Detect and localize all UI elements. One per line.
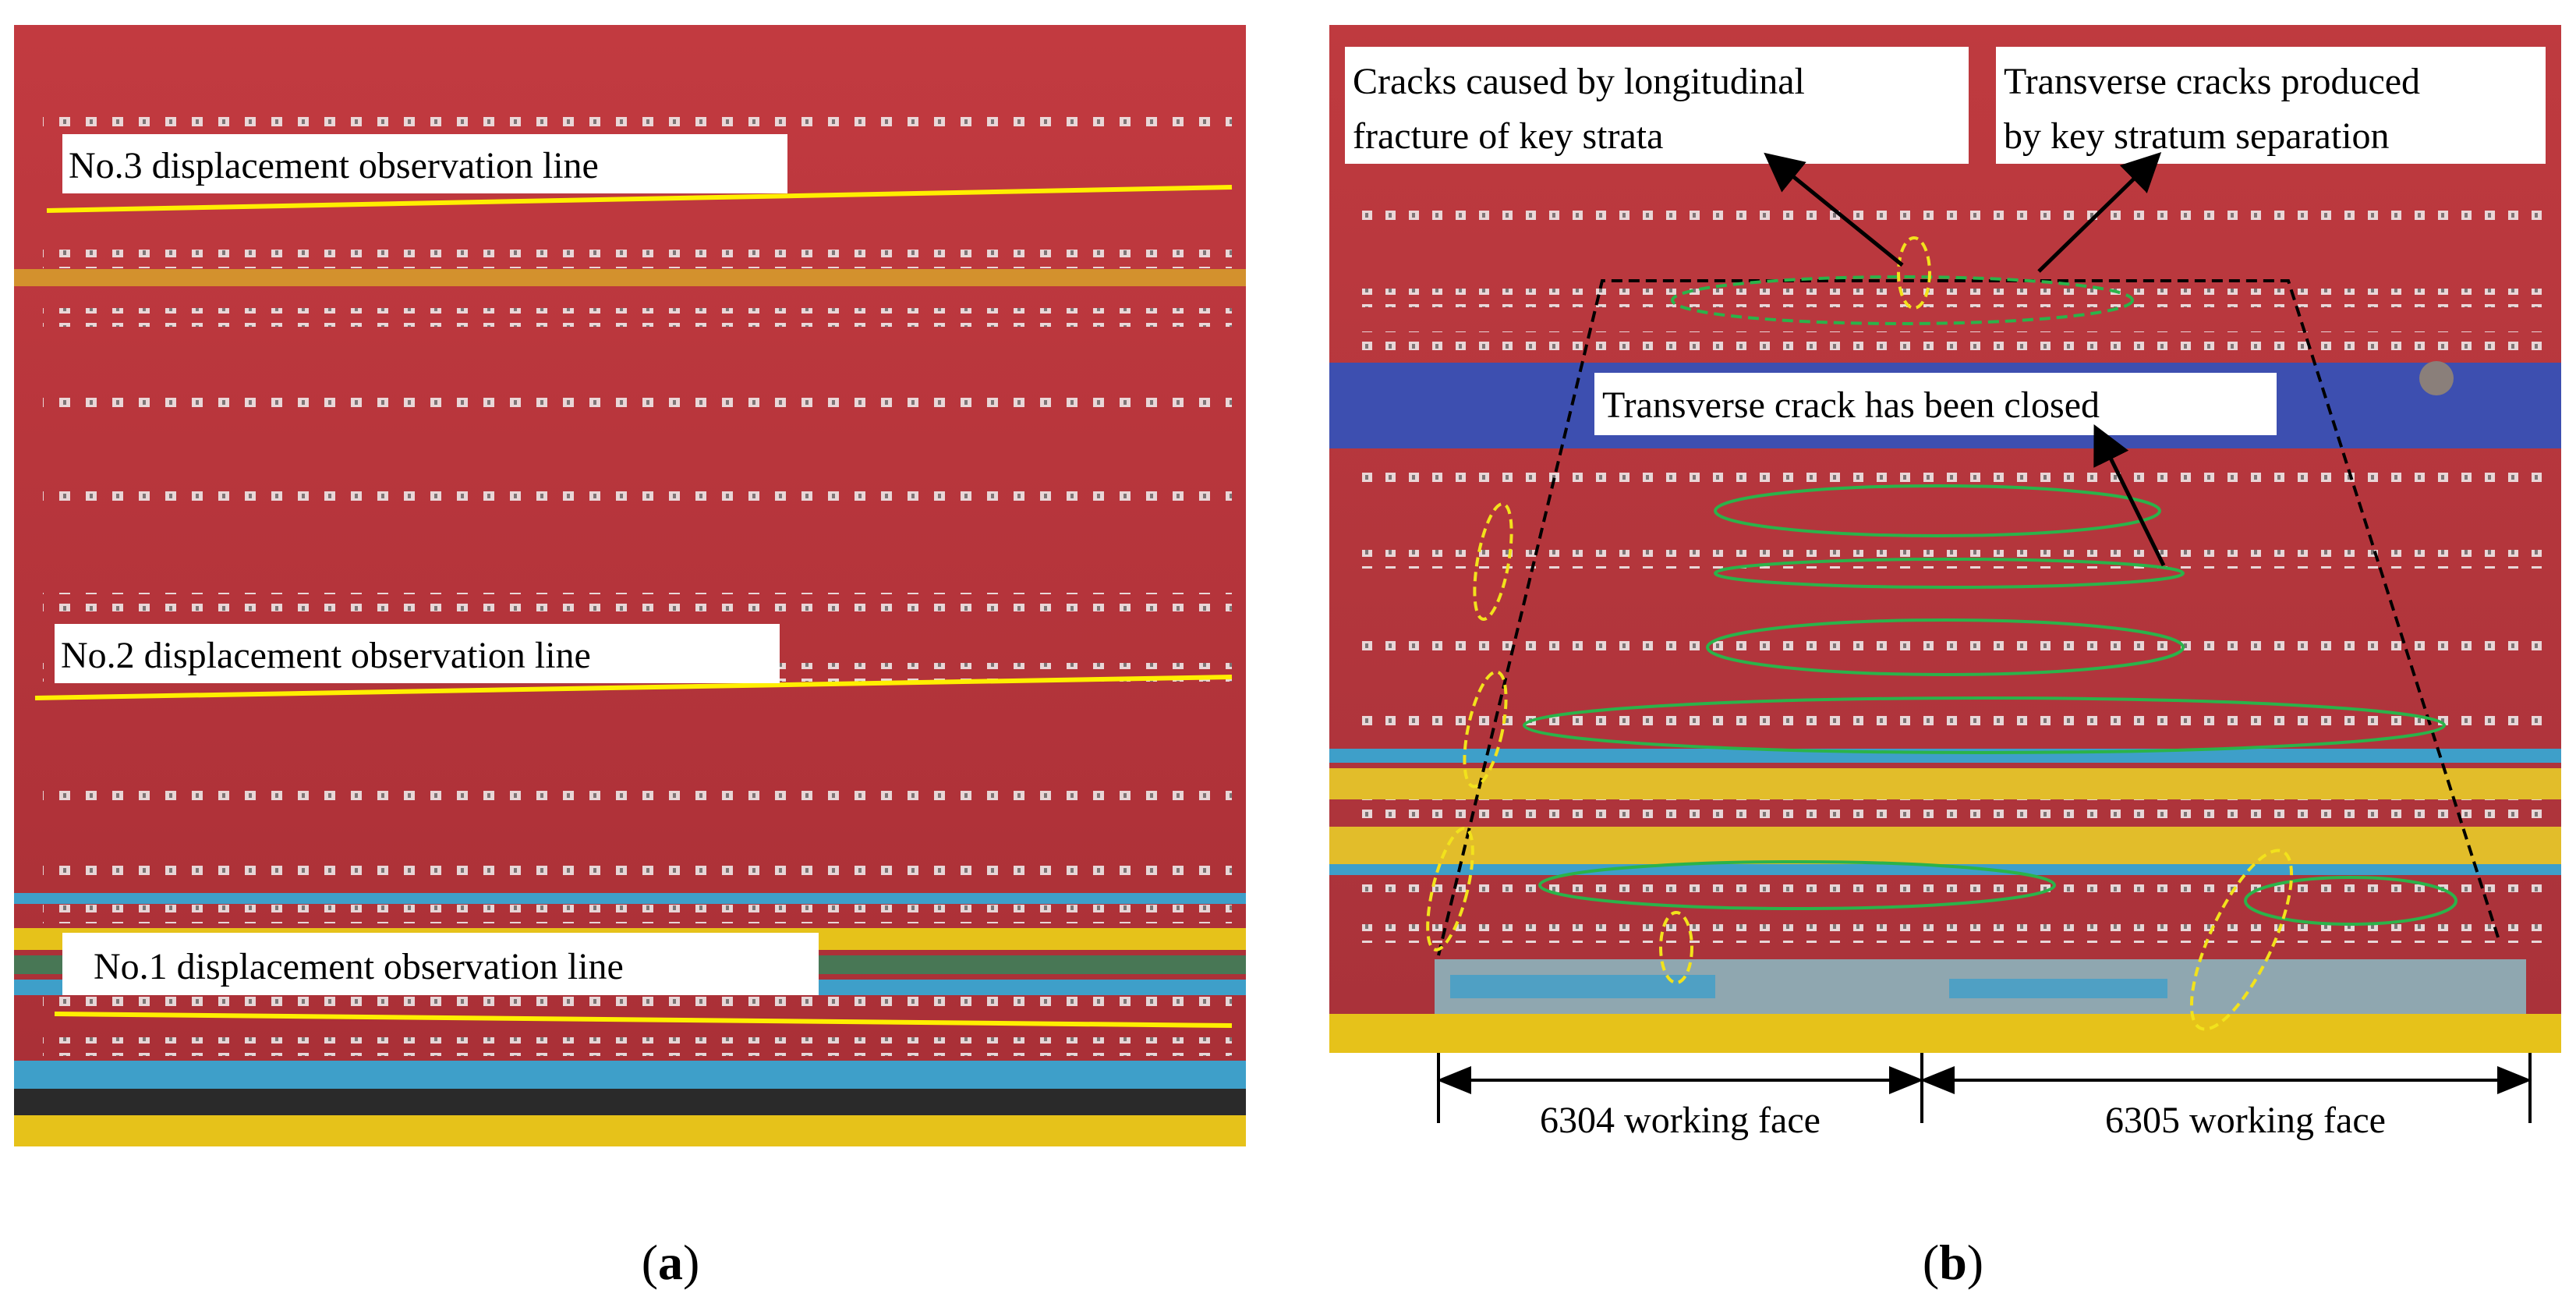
face-6304-label: 6304 working face [1540,1100,1821,1141]
face-6305-label: 6305 working face [2105,1100,2386,1141]
green-crack-ellipses [1523,275,2457,926]
observation-line-1 [54,1012,1233,1028]
panel-a-caption: (a) [642,1235,700,1290]
observation-line-2 [34,675,1233,700]
annotation-longitudinal-line1: Cracks caused by longitudinal [1353,61,1805,102]
annotation-arrows [1764,152,2166,567]
label-line-3-text: No.3 displacement observation line [69,145,599,186]
panel-b-photo [1329,25,2561,1053]
annotation-longitudinal-line2: fracture of key strata [1353,115,1663,157]
caving-zone-outline [1437,279,2500,956]
label-line-1-text: No.1 displacement observation line [94,946,624,987]
label-line-3: No.3 displacement observation line [62,134,787,193]
annotation-closed-text: Transverse crack has been closed [1602,384,2100,426]
label-line-2: No.2 displacement observation line [55,624,780,683]
yellow-crack-ellipses [1426,236,2294,1031]
working-face-dimensions [1436,1053,2532,1123]
observation-line-3 [46,185,1233,213]
annotation-closed: Transverse crack has been closed [1594,373,2277,435]
annotation-longitudinal: Cracks caused by longitudinal fracture o… [1345,47,1969,164]
annotation-transverse-line2: by key stratum separation [2004,115,2390,157]
label-line-2-text: No.2 displacement observation line [61,635,591,676]
panel-b-caption: (b) [1923,1235,1983,1290]
label-line-1: No.1 displacement observation line [62,933,819,995]
annotation-transverse-line1: Transverse cracks produced [2004,61,2420,102]
panel-b: Cracks caused by longitudinal fracture o… [1329,25,2561,1290]
panel-a: No.3 displacement observation line No.2 … [14,25,1246,1290]
annotation-transverse: Transverse cracks produced by key stratu… [1996,47,2546,164]
